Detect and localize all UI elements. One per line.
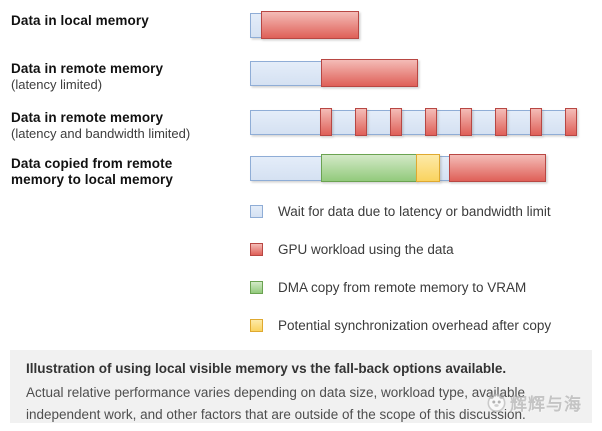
legend-label: DMA copy from remote memory to VRAM xyxy=(278,280,527,295)
segment-gpu xyxy=(390,108,402,136)
timeline-bar xyxy=(250,108,577,136)
row-label: Data in local memory xyxy=(11,13,226,29)
row-label: Data copied from remote memory to local … xyxy=(11,156,226,188)
legend-item-sync: Potential synchronization overhead after… xyxy=(250,318,551,333)
caption-title: Illustration of using local visible memo… xyxy=(26,361,507,376)
legend-item-wait: Wait for data due to latency or bandwidt… xyxy=(250,204,551,219)
timeline-row: Data in remote memory(latency and bandwi… xyxy=(0,108,602,141)
timeline-bar xyxy=(250,154,546,182)
legend-item-dma: DMA copy from remote memory to VRAM xyxy=(250,280,526,295)
legend-label: Wait for data due to latency or bandwidt… xyxy=(278,204,551,219)
row-label-title: Data in remote memory xyxy=(11,110,164,125)
segment-wait xyxy=(366,109,391,135)
segment-wait xyxy=(436,109,461,135)
row-label-title: Data copied from remote memory to local … xyxy=(11,156,174,187)
segment-wait xyxy=(401,109,426,135)
row-label-title: Data in local memory xyxy=(11,13,149,28)
timeline-row: Data in local memory xyxy=(0,11,602,41)
segment-gpu xyxy=(449,154,546,182)
legend-swatch-wait xyxy=(250,205,263,218)
segment-gpu xyxy=(425,108,437,136)
segment-wait xyxy=(506,109,531,135)
segment-wait xyxy=(250,155,322,181)
legend-swatch-dma xyxy=(250,281,263,294)
segment-gpu xyxy=(355,108,367,136)
segment-wait xyxy=(331,109,356,135)
legend-item-gpu: GPU workload using the data xyxy=(250,242,454,257)
segment-gpu xyxy=(530,108,542,136)
segment-gpu xyxy=(565,108,577,136)
segment-gpu xyxy=(460,108,472,136)
row-label-title: Data in remote memory xyxy=(11,61,164,76)
caption-box: Illustration of using local visible memo… xyxy=(10,350,592,423)
row-label: Data in remote memory(latency and bandwi… xyxy=(11,110,226,142)
caption-body: Actual relative performance varies depen… xyxy=(26,385,526,422)
segment-gpu xyxy=(495,108,507,136)
row-label-subtitle: (latency limited) xyxy=(11,77,103,92)
row-label: Data in remote memory(latency limited) xyxy=(11,61,226,93)
legend-label: GPU workload using the data xyxy=(278,242,454,257)
timeline-bar xyxy=(250,59,418,87)
segment-wait xyxy=(471,109,496,135)
segment-wait xyxy=(250,109,321,135)
legend-swatch-gpu xyxy=(250,243,263,256)
timeline-row: Data in remote memory(latency limited) xyxy=(0,59,602,92)
row-label-subtitle: (latency and bandwidth limited) xyxy=(11,126,191,141)
legend-label: Potential synchronization overhead after… xyxy=(278,318,552,333)
segment-gpu xyxy=(321,59,418,87)
segment-dma xyxy=(321,154,417,182)
legend-swatch-sync xyxy=(250,319,263,332)
segment-gpu xyxy=(261,11,359,39)
segment-wait xyxy=(541,109,566,135)
segment-wait xyxy=(250,60,322,86)
segment-gpu xyxy=(320,108,332,136)
timeline-bar xyxy=(250,11,359,39)
segment-sync xyxy=(416,154,440,182)
timeline-row: Data copied from remote memory to local … xyxy=(0,154,602,187)
